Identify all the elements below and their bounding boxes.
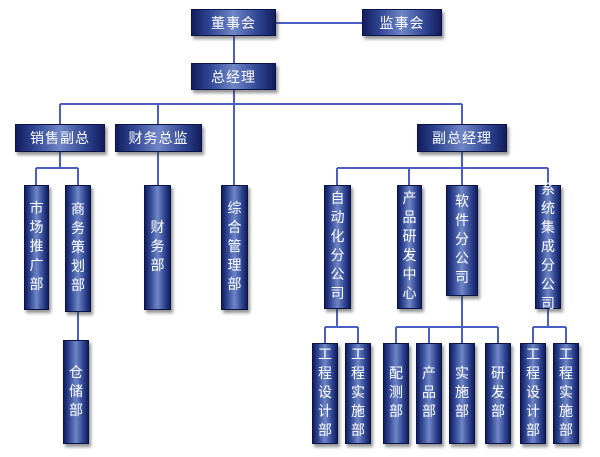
node-finance-director: 财务总监 — [115, 124, 202, 152]
node-system-integration-company-label: 系统集成分公司 — [541, 181, 555, 312]
node-warehouse: 仓储部 — [63, 340, 89, 444]
node-admin-dept: 综合管理部 — [221, 185, 248, 310]
node-admin-dept-label: 综合管理部 — [227, 201, 242, 293]
node-vp-sales-label: 销售副总 — [30, 131, 90, 147]
node-sw-config-test: 配测部 — [383, 343, 409, 444]
node-automation-company: 自动化分公司 — [324, 185, 351, 309]
node-business-planning: 商务策划部 — [65, 185, 91, 312]
node-vp-sales: 销售副总 — [15, 124, 105, 152]
node-product-rd-center: 产品研发中心 — [397, 185, 422, 309]
node-auto-engineering-design: 工程设计部 — [312, 343, 338, 444]
node-business-planning-label: 商务策划部 — [71, 202, 85, 294]
node-product-rd-center-label: 产品研发中心 — [402, 191, 417, 302]
node-software-company: 软件分公司 — [446, 185, 478, 296]
node-finance-dept: 财务部 — [144, 185, 171, 310]
node-si-engineering-impl-label: 工程实施部 — [559, 347, 573, 439]
node-finance-dept-label: 财务部 — [150, 220, 165, 274]
node-sw-product-label: 产品部 — [422, 366, 436, 420]
node-si-engineering-design-label: 工程设计部 — [526, 347, 540, 439]
node-general-manager: 总经理 — [191, 63, 276, 90]
node-supervisory-board: 监事会 — [362, 9, 442, 36]
node-auto-engineering-impl: 工程实施部 — [345, 343, 371, 444]
node-si-engineering-impl: 工程实施部 — [553, 343, 579, 444]
node-market-promotion: 市场推广部 — [24, 185, 49, 310]
node-warehouse-label: 仓储部 — [69, 364, 83, 419]
node-automation-company-label: 自动化分公司 — [330, 191, 345, 302]
node-sw-rd: 研发部 — [485, 343, 511, 444]
node-sw-implementation: 实施部 — [449, 343, 475, 444]
node-auto-engineering-design-label: 工程设计部 — [318, 347, 332, 439]
node-deputy-gm: 副总经理 — [417, 124, 507, 152]
node-sw-rd-label: 研发部 — [491, 366, 505, 420]
node-software-company-label: 软件分公司 — [455, 194, 469, 286]
node-finance-director-label: 财务总监 — [128, 131, 189, 147]
node-auto-engineering-impl-label: 工程实施部 — [351, 347, 365, 439]
node-general-manager-label: 总经理 — [211, 69, 256, 86]
node-supervisory-board-label: 监事会 — [379, 15, 425, 32]
node-sw-product: 产品部 — [416, 343, 442, 444]
node-sw-config-test-label: 配测部 — [389, 366, 403, 420]
node-sw-implementation-label: 实施部 — [455, 366, 469, 420]
node-si-engineering-design: 工程设计部 — [520, 343, 546, 444]
node-board: 董事会 — [191, 9, 276, 36]
node-deputy-gm-label: 副总经理 — [432, 131, 492, 147]
node-board-label: 董事会 — [211, 15, 256, 32]
node-system-integration-company: 系统集成分公司 — [535, 182, 561, 312]
node-market-promotion-label: 市场推广部 — [29, 201, 44, 293]
